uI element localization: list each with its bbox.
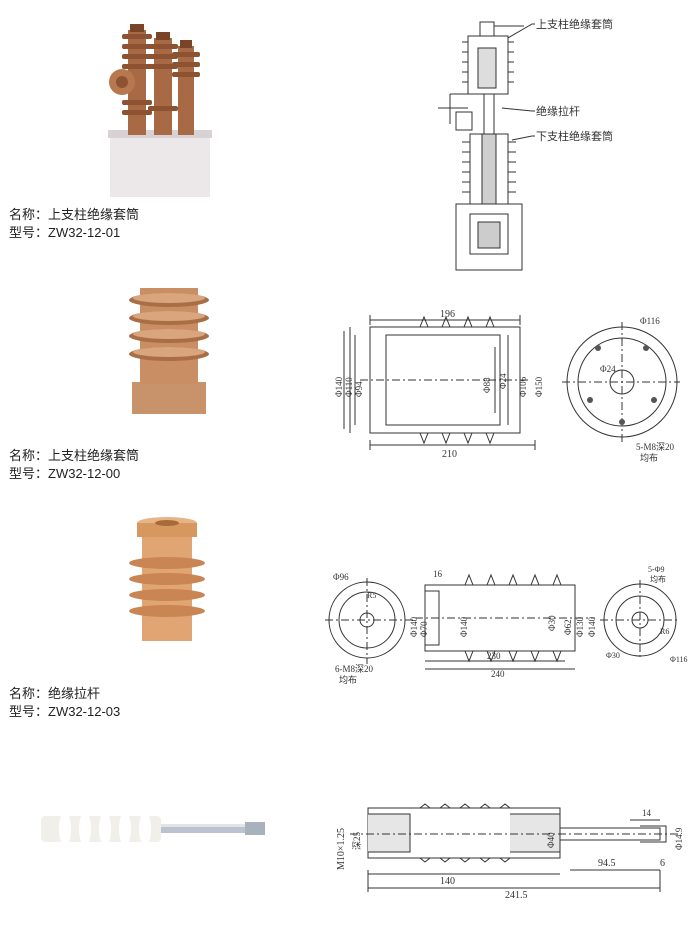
photo-insulating-rod [35,808,270,850]
dim-end-dia: Φ14.9 [674,827,684,850]
dim-len-a: 140 [440,876,455,887]
drawing-rod-left-end: Φ96 R5 6-M8深20 均布 [325,568,415,688]
dim-d-g: Φ150 [534,376,544,397]
drawing-upper-bushing-section: 196 210 Φ140 Φ110 Φ94 Φ88 Φ24 Φ106 Φ150 [330,305,560,465]
dim-holes: 5-M8深20 [636,442,674,452]
dim-right-note: 均布 [650,574,666,584]
product-2-caption: 名称：上支柱绝缘套筒 型号：ZW32-12-00 [9,447,139,483]
dim-holes-note: 均布 [640,452,658,463]
dim-len1: 230 [487,651,501,661]
dim-d-d: Φ88 [482,377,492,393]
photo-upper-bushing-assembly [100,10,220,200]
dim-len2: 240 [491,669,505,679]
drawing-rod-housing-section: 16 Φ140 Φ70 Φ140 Φ30 Φ62 Φ130 Φ140 230 2… [405,565,605,680]
drawing-assembly-section: 上支柱绝缘套筒 绝缘拉杆 下支柱绝缘套筒 [420,8,700,283]
drawing-rod-right-end: 5-Φ9 均布 R6 Φ30 Φ116 [598,562,698,672]
product-3-model: 型号：ZW32-12-03 [9,704,121,719]
dim-mid-len: 94.5 [598,858,616,869]
dim-right-d2: Φ116 [670,655,688,664]
dim-left-r: R5 [367,591,376,600]
dim-end-len: 14 [642,808,652,818]
dim-d5: Φ62 [563,619,573,635]
dim-end-inner: Φ24 [600,364,616,374]
dim-end-outer: Φ116 [640,316,660,326]
drawing-upper-bushing-end-view: Φ116 Φ24 5-M8深20 均布 [560,310,682,470]
label-insulating-rod: 绝缘拉杆 [536,104,580,118]
dim-flange: 16 [433,569,443,579]
dim-d-b: Φ110 [344,377,354,397]
dim-d-a: Φ140 [334,376,344,397]
dim-len-bottom: 210 [442,449,457,460]
dim-d2: Φ70 [419,621,429,637]
dim-dia: Φ40 [546,832,556,848]
dim-d3: Φ140 [459,616,469,637]
product-1-name: 名称：上支柱绝缘套筒 [9,207,140,222]
dim-depth: 深25 [352,831,362,850]
dim-left-holes: 6-M8深20 [335,664,373,674]
product-1-caption: 名称：上支柱绝缘套筒 型号：ZW32-12-01 [9,206,139,242]
photo-insulating-rod-housing [120,515,215,645]
dim-d1: Φ140 [409,616,419,637]
dim-d-e: Φ24 [498,373,508,389]
product-1-model: 型号：ZW32-12-01 [9,225,121,240]
product-2-model: 型号：ZW32-12-00 [9,466,121,481]
dim-right-r: R6 [660,627,669,636]
drawing-insulating-rod-section: M10×1.25 深25 Φ40 14 Φ14.9 94.5 6 140 241… [330,800,695,901]
product-2-name: 名称：上支柱绝缘套筒 [9,448,140,463]
dim-d4: Φ30 [547,615,557,631]
dim-right-holes: 5-Φ9 [648,565,665,574]
dim-d-c: Φ94 [354,381,364,397]
label-lower-bushing: 下支柱绝缘套筒 [536,129,613,143]
dim-d-f: Φ106 [518,376,528,397]
dim-len-top: 196 [440,309,455,320]
dim-total: 241.5 [505,890,528,900]
label-upper-bushing: 上支柱绝缘套筒 [536,17,613,31]
product-3-name: 名称：绝缘拉杆 [9,686,101,701]
dim-right-d1: Φ30 [606,651,620,660]
dim-d6: Φ130 [575,616,585,637]
dim-d7: Φ140 [587,616,597,637]
dim-thread: M10×1.25 [336,828,347,870]
dim-left-note: 均布 [339,674,357,685]
dim-left-outer: Φ96 [333,572,349,582]
dim-tip: 6 [660,858,665,869]
photo-upper-bushing [118,282,218,417]
product-3-caption: 名称：绝缘拉杆 型号：ZW32-12-03 [9,685,120,721]
